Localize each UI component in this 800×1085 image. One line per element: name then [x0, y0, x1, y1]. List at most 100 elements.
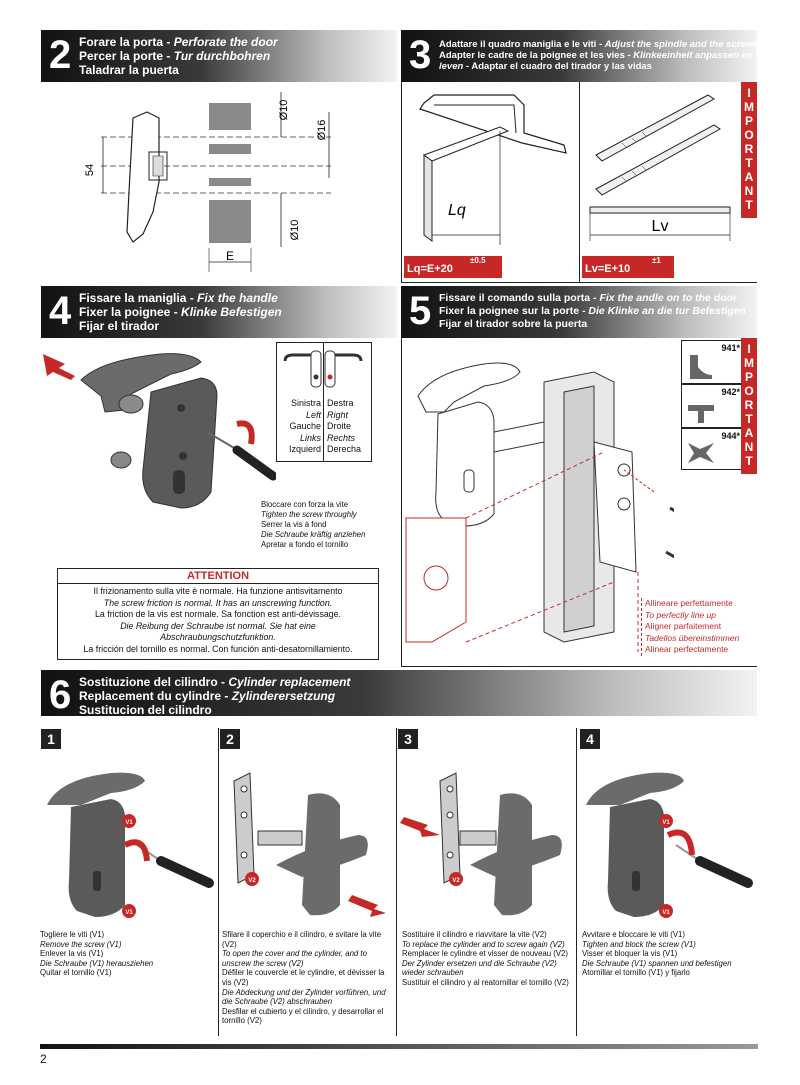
dim-d10-bottom: Ø10 [289, 220, 301, 241]
text-line: Il frizionamento sulla vite è normale. H… [93, 586, 343, 596]
text-line: Bloccare con forza la vite [261, 500, 349, 509]
handing-left: Left [305, 409, 321, 420]
text-line: Serrer la vis à fond [261, 520, 327, 529]
text-line: Aligner parfaitement [645, 621, 722, 631]
text-line: Sfilare il coperchio e il cilindro, e sv… [222, 930, 382, 949]
profile-icon [690, 355, 712, 379]
important-letter: A [744, 170, 754, 184]
handing-right: Right [327, 409, 349, 420]
important-letter: P [744, 114, 753, 128]
arrow-icon [348, 895, 386, 917]
important-letter: N [744, 440, 754, 454]
important-letter: I [747, 86, 751, 100]
step-divider [396, 728, 397, 1036]
text-line: To replace the cylinder and to screw aga… [402, 939, 565, 949]
text-line: Die Schraube kräftig anziehen [261, 530, 366, 539]
step-4-text: Avvitare e bloccare le viti (V1)Tighten … [582, 930, 754, 978]
screwdriver-icon [156, 856, 214, 888]
text-line: Remove the screw (V1) [40, 939, 122, 949]
lv-formula-box: Lv=E+10 ±1 [582, 256, 674, 278]
section-title: Sostituzione del cilindro - Cylinder rep… [79, 675, 351, 717]
text-line: Abschraubungschutzfunktion. [160, 632, 276, 642]
footer-bar [40, 1044, 758, 1049]
text-line: To perfectly line up [645, 609, 717, 620]
text-line: Allineare perfettamente [645, 598, 733, 608]
step-3-text: Sostituire il cilindro e riavvitare la v… [402, 930, 572, 988]
text-line: Remplacer le cylindre et visser de nouve… [402, 949, 568, 959]
text-line: La friction de la vis est normale. Sa fo… [95, 609, 341, 619]
text-line: Sostituire il cilindro e riavvitare la v… [402, 930, 547, 939]
panel-divider [401, 338, 402, 666]
panel-divider [401, 282, 757, 283]
section-title: Forare la porta - Perforate the door Per… [79, 35, 278, 77]
text-line: Tighten the screw throughly [261, 510, 357, 519]
text-line: Visser et bloquer la vis (V1) [582, 949, 678, 959]
text-line: To open the cover and the cylinder, and … [222, 949, 367, 968]
lock-mechanism [593, 441, 637, 573]
section-2-header: 2 Forare la porta - Perforate the door P… [41, 30, 397, 82]
step-3-badge: 3 [398, 729, 418, 749]
handing-left: Links [299, 432, 321, 443]
step-1-illustration: V1 V1 [47, 772, 214, 918]
important-letter: I [747, 342, 751, 356]
dim-d16: Ø16 [316, 120, 328, 141]
handing-right: Rechts [327, 432, 356, 443]
text-line: Avvitare e bloccare le viti (V1) [582, 930, 685, 939]
svg-text:V1: V1 [662, 820, 670, 826]
handing-right: Destra [327, 398, 354, 408]
code-942: 942* [721, 387, 740, 397]
section-title: Fissare il comando sulla porta - Fix the… [439, 292, 746, 330]
door-drilling-diagram: 54 Ø10 Ø16 Ø10 E [84, 92, 331, 272]
important-letter: N [744, 184, 754, 198]
text-line: Desfilar el cubierto y el cilindro, y de… [222, 1006, 384, 1026]
handing-icons [283, 350, 363, 388]
handing-row: Sinistra Destra [277, 398, 371, 410]
panel-divider [579, 82, 580, 282]
svg-text:V1: V1 [125, 820, 133, 826]
svg-text:V2: V2 [248, 878, 256, 884]
text-line: Apretar a fondo el tornillo [261, 540, 349, 549]
dim-d10-top: Ø10 [278, 100, 290, 121]
step-4-illustration: V1 V1 [586, 772, 753, 918]
important-letter: R [744, 142, 754, 156]
section-number: 3 [409, 33, 432, 77]
step-2-badge: 2 [220, 729, 240, 749]
spindle-diagram: Lq [419, 94, 567, 245]
important-letter: A [744, 426, 754, 440]
handing-right: Derecha [327, 444, 362, 454]
step-divider [218, 728, 219, 1036]
text-line: Togliere le viti (V1) [40, 930, 105, 939]
handing-row: Left Right [277, 410, 371, 422]
lq-label: Lq [448, 202, 466, 219]
dim-54: 54 [84, 164, 96, 176]
attention-title: ATTENTION [58, 569, 378, 584]
arrow-icon [400, 817, 440, 837]
arrow-icon [43, 354, 75, 380]
profile-codes-box: 941* 942* 944* [681, 338, 743, 470]
door-mounting-illustration [405, 362, 674, 652]
section-5-header: 5 Fissare il comando sulla porta - Fix t… [401, 286, 757, 338]
text-line: Alinear perfectamente [645, 644, 729, 654]
section-number: 6 [49, 673, 72, 717]
profile-icon [688, 405, 714, 423]
step-1-text: Togliere le viti (V1)Remove the screw (V… [40, 930, 208, 978]
handle-fixing-illustration [43, 353, 276, 509]
important-letter: R [744, 398, 754, 412]
page-number: 2 [40, 1052, 47, 1066]
text-line: Der Zylinder ersetzen und die Schraube (… [402, 958, 557, 978]
handing-right: Droite [327, 421, 352, 431]
section-number: 5 [409, 289, 432, 333]
handing-left: Sinistra [290, 398, 321, 408]
important-letter: P [744, 370, 753, 384]
section-4-header: 4 Fissare la maniglia - Fix the handle F… [41, 286, 397, 338]
text-line: The screw friction is normal. It has an … [103, 597, 333, 608]
section-3-header: 3 Adattare il quadro maniglia e le viti … [401, 30, 770, 82]
section-6-header: 6 Sostituzione del cilindro - Cylinder r… [41, 670, 757, 717]
step-2-text: Sfilare il coperchio e il cilindro, e sv… [222, 930, 392, 1026]
code-941: 941* [721, 343, 740, 353]
step-4-badge: 4 [580, 729, 600, 749]
text-line: Atornillar el tornillo (V1) y fijarlo [582, 968, 690, 978]
